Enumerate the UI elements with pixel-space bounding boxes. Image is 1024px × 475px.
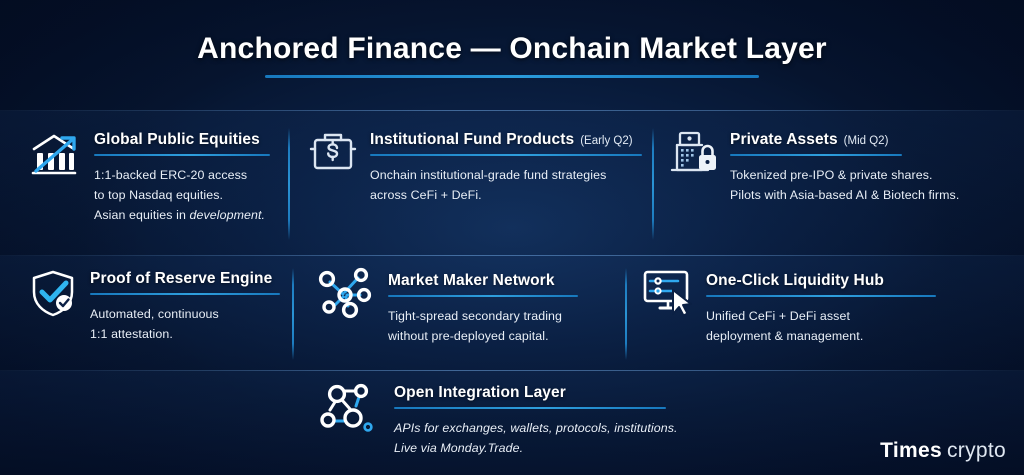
card-tag: (Early Q2) <box>580 135 633 147</box>
card-line-text: Asian equities in <box>94 208 190 223</box>
card-line: to top Nasdaq equities. <box>94 188 224 203</box>
card-global-public-equities[interactable]: Global Public Equities 1:1-backed ERC-20… <box>28 127 270 225</box>
card-title: Market Maker Network <box>388 272 555 289</box>
card-line: Tokenized pre-IPO & private shares. <box>730 168 933 182</box>
card-open-integration-layer[interactable]: Open Integration Layer APIs for exchange… <box>316 380 678 458</box>
bank-growth-chart-icon <box>28 127 84 183</box>
card-heading: Open Integration Layer <box>394 384 678 402</box>
section-divider-2 <box>0 255 1024 256</box>
card-institutional-fund-products[interactable]: Institutional Fund Products (Early Q2) O… <box>308 127 642 205</box>
building-lock-icon <box>668 127 720 181</box>
card-private-assets[interactable]: Private Assets (Mid Q2) Tokenized pre-IP… <box>668 127 959 205</box>
card-line: across CeFi + DeFi. <box>370 188 482 203</box>
card-line: 1:1-backed ERC-20 access <box>94 168 248 182</box>
card-line: deployment & management. <box>706 329 864 344</box>
card-title-underline <box>370 154 642 156</box>
card-title-underline <box>394 407 666 409</box>
card-line: Automated, continuous <box>90 307 219 321</box>
card-title-underline <box>730 154 902 156</box>
card-line: without pre-deployed capital. <box>388 329 549 344</box>
briefcase-dollar-icon <box>308 127 358 179</box>
logo-secondary-text: crypto <box>947 439 1006 462</box>
card-description: 1:1-backed ERC-20 access to top Nasdaq e… <box>94 165 270 225</box>
card-line: 1:1 attestation. <box>90 327 173 342</box>
card-description: Tokenized pre-IPO & private shares. Pilo… <box>730 165 959 205</box>
card-heading: Market Maker Network <box>388 272 578 290</box>
integration-nodes-icon <box>316 380 384 442</box>
card-title: One-Click Liquidity Hub <box>706 272 884 289</box>
section-divider-1 <box>0 110 1024 111</box>
card-heading: Global Public Equities <box>94 131 270 149</box>
card-line: APIs for exchanges, wallets, protocols, … <box>394 421 678 435</box>
card-heading: Institutional Fund Products (Early Q2) <box>370 131 642 149</box>
card-description: APIs for exchanges, wallets, protocols, … <box>394 418 678 458</box>
card-title: Global Public Equities <box>94 131 260 148</box>
logo-primary-text: Times <box>880 439 942 462</box>
card-title: Institutional Fund Products <box>370 131 575 148</box>
column-divider-r1-a <box>288 128 290 240</box>
card-line-emphasis: development. <box>189 208 266 223</box>
card-title-underline <box>90 293 280 295</box>
card-title: Open Integration Layer <box>394 384 566 401</box>
shield-check-icon <box>28 268 80 320</box>
column-divider-r1-b <box>652 128 654 240</box>
card-description: Onchain institutional-grade fund strateg… <box>370 165 642 205</box>
card-description: Tight-spread secondary trading without p… <box>388 306 578 346</box>
monitor-cursor-icon <box>640 266 698 322</box>
card-line: Unified CeFi + DeFi asset <box>706 309 851 323</box>
column-divider-r2-a <box>292 268 294 360</box>
card-title: Private Assets <box>730 131 838 148</box>
card-title-underline <box>94 154 270 156</box>
column-divider-r2-b <box>625 268 627 360</box>
page-title: Anchored Finance — Onchain Market Layer <box>197 32 827 65</box>
header: Anchored Finance — Onchain Market Layer <box>0 0 1024 110</box>
card-line: Tight-spread secondary trading <box>388 309 563 323</box>
card-heading: Private Assets (Mid Q2) <box>730 131 959 149</box>
card-description: Automated, continuous 1:1 attestation. <box>90 304 280 344</box>
card-line: Onchain institutional-grade fund strateg… <box>370 168 607 182</box>
card-line: Pilots with Asia-based AI & Biotech firm… <box>730 188 960 203</box>
card-description: Unified CeFi + DeFi asset deployment & m… <box>706 306 936 346</box>
card-heading: One-Click Liquidity Hub <box>706 272 936 290</box>
card-heading: Proof of Reserve Engine <box>90 270 280 288</box>
times-crypto-logo: Times crypto <box>880 439 1006 463</box>
card-one-click-liquidity-hub[interactable]: One-Click Liquidity Hub Unified CeFi + D… <box>640 266 936 346</box>
card-title-underline <box>706 295 936 297</box>
network-nodes-icon <box>314 266 376 326</box>
card-proof-of-reserve-engine[interactable]: Proof of Reserve Engine Automated, conti… <box>28 268 280 344</box>
card-title-underline <box>388 295 578 297</box>
card-line: Live via Monday.Trade. <box>394 441 524 456</box>
card-tag: (Mid Q2) <box>843 135 889 147</box>
card-line: Asian equities in development. <box>94 205 270 225</box>
title-underline <box>265 75 759 78</box>
section-divider-3 <box>0 370 1024 371</box>
card-market-maker-network[interactable]: Market Maker Network Tight-spread second… <box>314 266 578 346</box>
card-title: Proof of Reserve Engine <box>90 270 273 287</box>
